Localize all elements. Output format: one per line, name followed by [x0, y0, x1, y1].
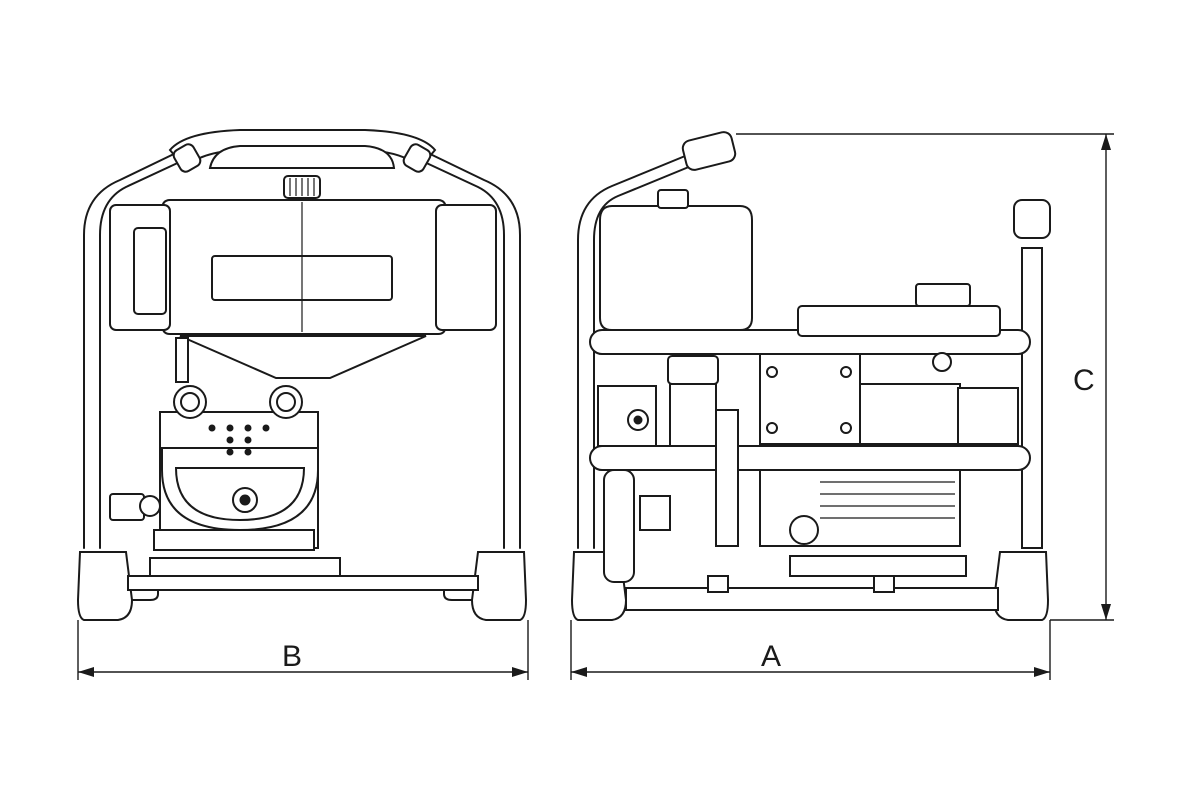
side-view-tank [599, 189, 753, 447]
side-view-engine [759, 283, 1019, 445]
dimension-c [736, 133, 1114, 621]
front-view-pump [109, 385, 341, 577]
front-view [76, 129, 528, 621]
dimension-a-label: A [761, 640, 782, 673]
side-view-motor [715, 409, 967, 577]
side-view-valve [597, 385, 895, 593]
front-view-tank [109, 145, 497, 383]
dimension-c-label: C [1073, 364, 1095, 397]
dimension-a [570, 620, 1051, 680]
side-view [570, 131, 1051, 621]
dimension-b-label: B [282, 640, 303, 673]
dimension-b [77, 620, 529, 680]
